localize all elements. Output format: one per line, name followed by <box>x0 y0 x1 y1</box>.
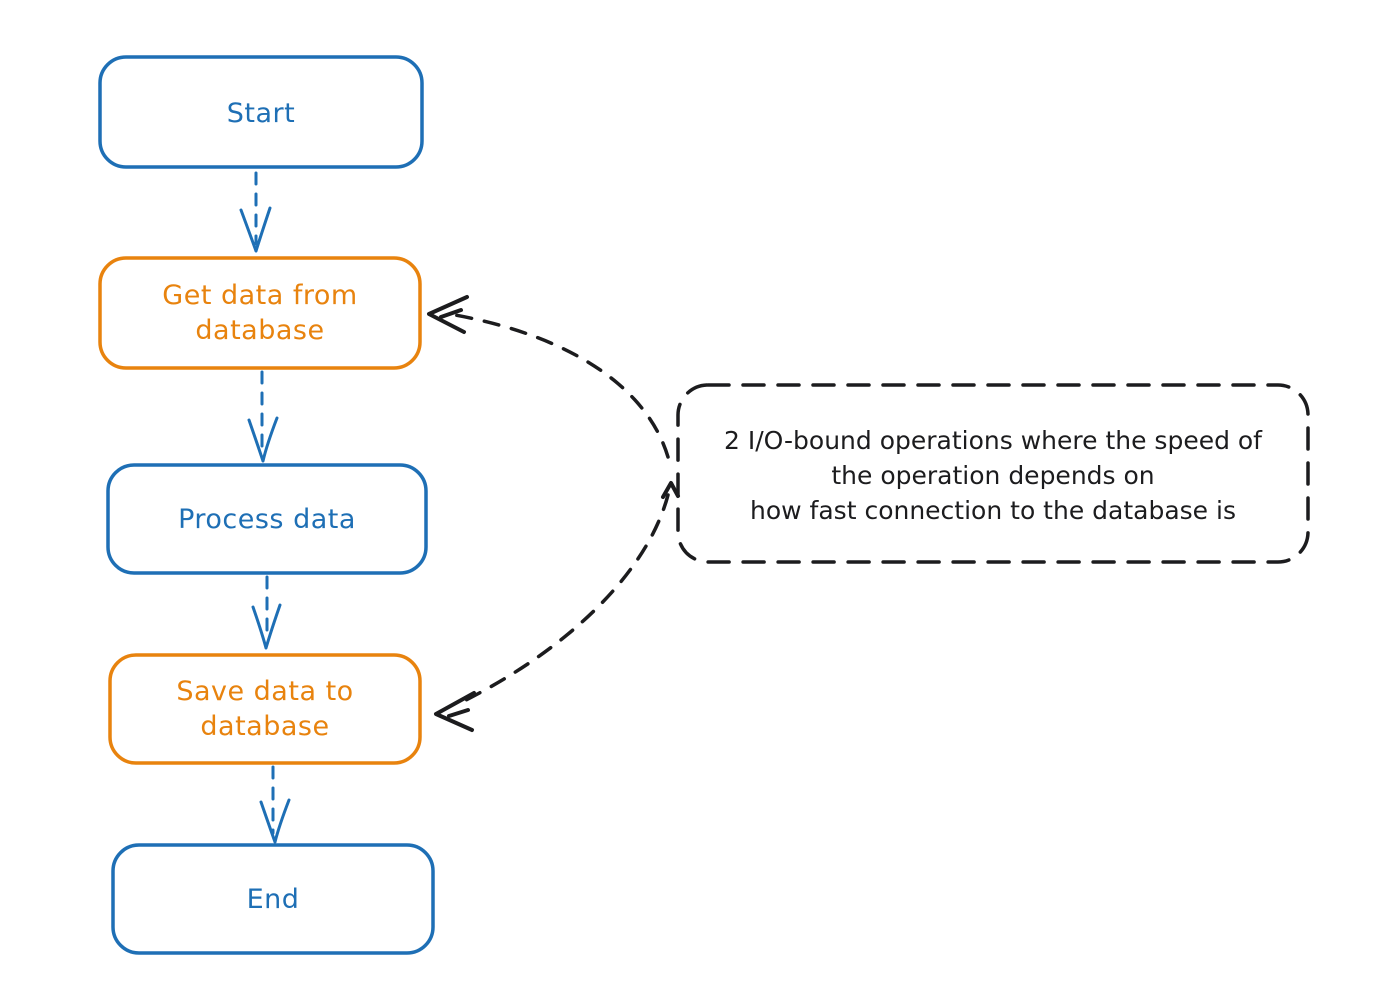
node-process-data: Process data <box>106 463 428 575</box>
arrowhead-left-icon <box>434 691 476 732</box>
connector-get-data-to-process <box>247 370 279 463</box>
connector-start-to-get-data <box>239 171 272 253</box>
annotation-box <box>676 383 1310 564</box>
arrowhead-left-icon <box>427 295 469 334</box>
node-save-data-to-database: Save data to database <box>108 653 422 765</box>
connector-process-to-save <box>251 575 282 650</box>
node-get-data-label-line1: Get data from <box>162 280 357 311</box>
node-end-label: End <box>247 884 300 915</box>
node-save-data-box <box>108 653 422 765</box>
curved-arrow-to-get-data <box>427 295 670 459</box>
curved-arrow-to-save-data <box>434 481 680 732</box>
node-save-data-label-line2: database <box>200 711 329 742</box>
curve-line <box>456 493 670 706</box>
annotation-line3: how fast connection to the database is <box>750 496 1236 525</box>
arrow-tail-caret-icon <box>661 481 680 499</box>
node-save-data-label-line1: Save data to <box>176 676 353 707</box>
node-get-data-from-database: Get data from database <box>98 256 422 370</box>
node-start-box <box>98 55 424 169</box>
annotation-line1: 2 I/O-bound operations where the speed o… <box>724 426 1263 455</box>
arrowhead-inner-dash <box>447 708 470 718</box>
node-start: Start <box>98 55 424 169</box>
node-end-box <box>111 843 435 955</box>
node-get-data-label-line2: database <box>195 315 324 346</box>
arrowhead-down-icon <box>239 206 272 253</box>
annotation-line2: the operation depends on <box>831 461 1154 490</box>
arrowhead-down-icon <box>247 416 279 463</box>
annotation-io-bound-note: 2 I/O-bound operations where the speed o… <box>676 383 1310 564</box>
arrowhead-down-icon <box>251 603 282 650</box>
node-start-label: Start <box>227 98 295 129</box>
node-process-data-box <box>106 463 428 575</box>
node-get-data-box <box>98 256 422 370</box>
curve-line <box>453 313 670 459</box>
node-process-data-label: Process data <box>178 504 356 535</box>
arrowhead-inner-dash <box>439 308 463 319</box>
connector-save-to-end <box>259 765 291 844</box>
node-end: End <box>111 843 435 955</box>
arrowhead-down-icon <box>259 798 291 844</box>
